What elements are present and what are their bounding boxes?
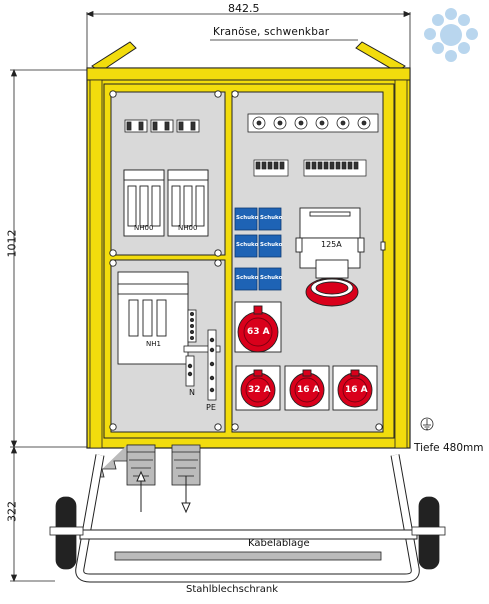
earth-terminal-label: PE xyxy=(206,403,216,412)
cee-socket-16a-left xyxy=(284,365,330,411)
cabinet-left-post xyxy=(89,79,103,449)
main-switch xyxy=(117,271,189,365)
circuit-breakers-top-left xyxy=(124,119,200,133)
depth-label: Tiefe 480mm xyxy=(414,442,484,454)
schuko-sockets xyxy=(234,207,282,291)
fuse-left-label: NH00 xyxy=(134,224,154,232)
wheel-right xyxy=(411,496,446,570)
cee-63a-label: 63 A xyxy=(247,327,270,337)
cee-socket-16a-right xyxy=(332,365,378,411)
cee-16a-right-label: 16 A xyxy=(345,385,368,395)
cabinet-height-dimension: 1012 xyxy=(5,229,19,258)
cee-socket-32a xyxy=(235,365,281,411)
cee-inlet-label: 125A xyxy=(321,240,342,249)
cable-tray xyxy=(114,551,382,561)
height-dimension-line xyxy=(10,68,90,583)
schuko-socket-2: Schuko xyxy=(260,215,283,221)
main-switch-label: NH1 xyxy=(146,340,161,348)
fuse-holder-left xyxy=(123,169,165,237)
frame-height-dimension: 322 xyxy=(5,501,19,522)
cable-tray-label: Kabelablage xyxy=(248,538,310,549)
schuko-socket-5: Schuko xyxy=(236,275,259,281)
earth-symbol xyxy=(420,417,434,431)
cabinet-top-rail xyxy=(86,67,411,81)
cable-gland-left xyxy=(94,444,156,486)
terminal-strip xyxy=(183,309,221,401)
cabinet-type-label: Stahlblechschrank xyxy=(186,584,279,595)
fuse-right-label: NH00 xyxy=(178,224,198,232)
fuse-holder-right xyxy=(167,169,209,237)
width-dimension-line xyxy=(85,10,412,70)
cee-16a-left-label: 16 A xyxy=(297,385,320,395)
cabinet-right-post xyxy=(394,79,408,449)
crane-eye-label: Kranöse, schwenkbar xyxy=(213,26,330,38)
wheel-left xyxy=(49,496,84,570)
width-dimension: 842.5 xyxy=(228,2,260,15)
small-socket-row xyxy=(247,113,379,133)
mcb-row-left xyxy=(253,159,289,177)
cable-arrows xyxy=(136,470,191,514)
cee-socket-63a xyxy=(234,301,282,353)
cee-inlet-125a xyxy=(295,207,386,307)
schuko-socket-6: Schuko xyxy=(260,275,283,281)
mcb-row-right xyxy=(303,159,367,177)
schuko-socket-3: Schuko xyxy=(236,242,259,248)
schuko-socket-4: Schuko xyxy=(260,242,283,248)
neutral-terminal-label: N xyxy=(189,388,195,397)
schuko-socket-1: Schuko xyxy=(236,215,259,221)
brand-logo xyxy=(424,8,478,62)
cee-32a-label: 32 A xyxy=(248,385,271,395)
panel-screws xyxy=(109,90,383,431)
